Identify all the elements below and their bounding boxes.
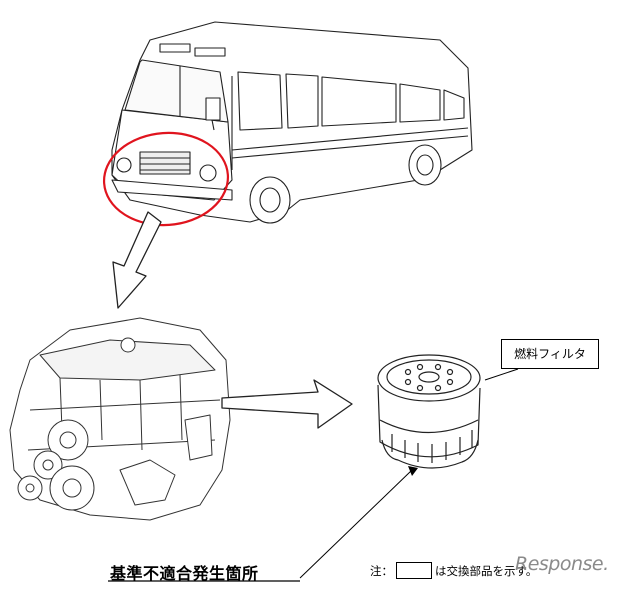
note-prefix: 注：	[370, 563, 393, 579]
down-arrow	[113, 212, 161, 308]
engine-illustration	[10, 318, 230, 520]
filter-label-leader	[485, 369, 518, 380]
right-arrow	[222, 380, 352, 428]
fuel-filter-illustration	[378, 355, 480, 468]
nonconforming-location-title: 基準不適合発生箇所	[110, 560, 259, 584]
response-watermark: Response.	[515, 553, 609, 575]
note-legend-box	[396, 562, 432, 579]
fuel-filter-label: 燃料フィルタ	[501, 339, 599, 369]
replacement-part-note: 注： は交換部品を示す。	[370, 562, 537, 579]
bus-illustration	[112, 22, 472, 223]
